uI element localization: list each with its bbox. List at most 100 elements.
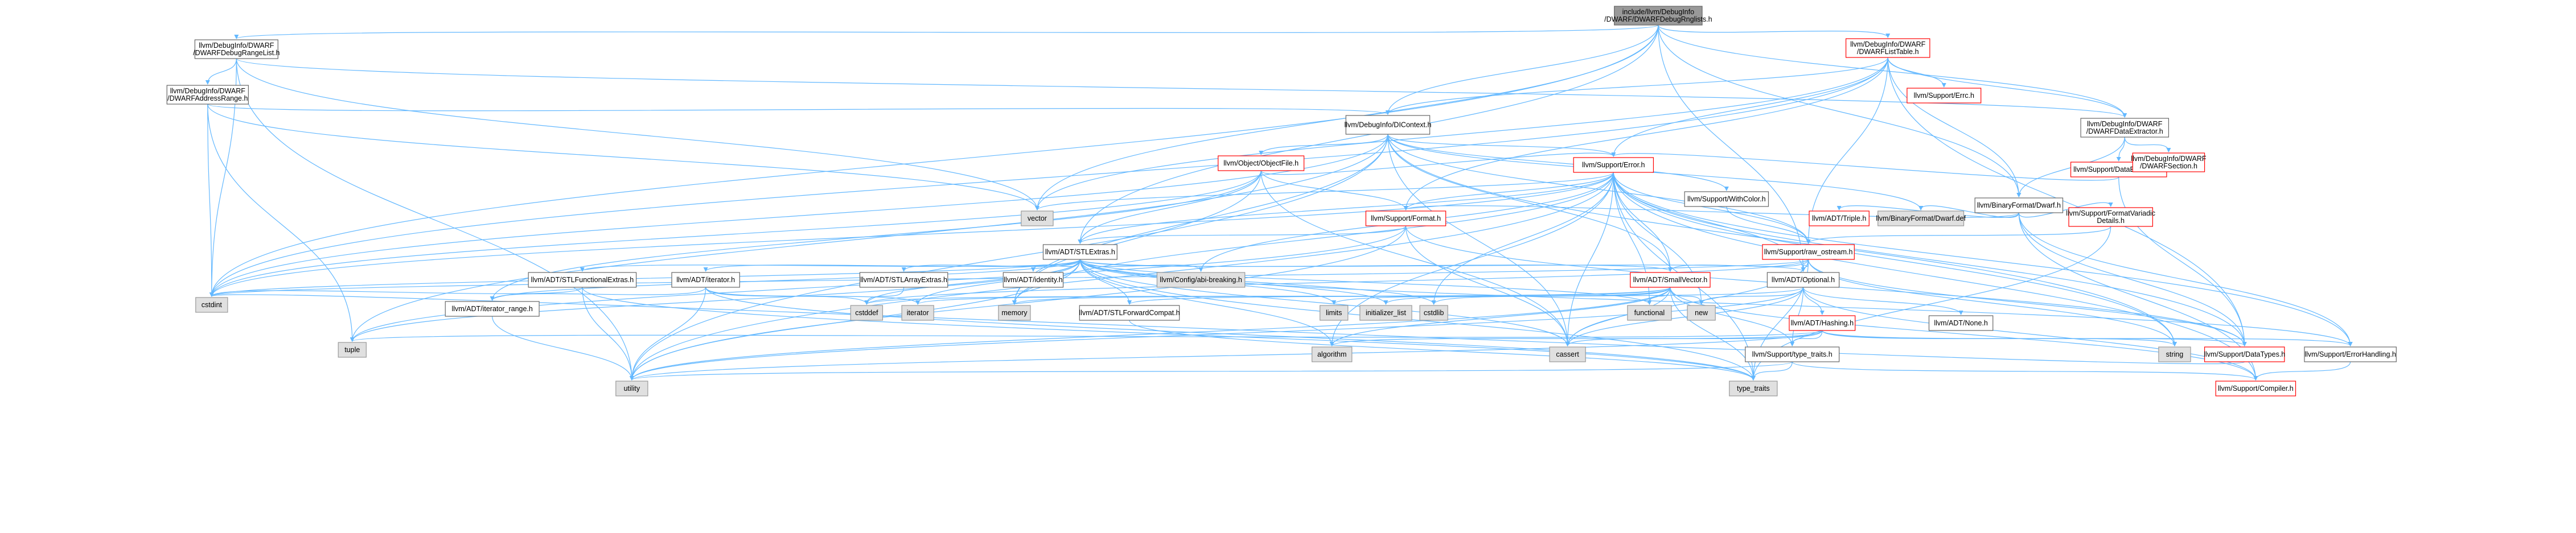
edge-hashing-to-cassert bbox=[1565, 330, 1823, 346]
node-memory: memory bbox=[998, 305, 1031, 321]
node-functional: functional bbox=[1627, 305, 1672, 321]
node-addrrange[interactable]: llvm/DebugInfo/DWARF/DWARFAddressRange.h bbox=[166, 85, 249, 105]
edge-error-to-datatypes bbox=[1613, 172, 2247, 346]
node-hashing[interactable]: llvm/ADT/Hashing.h bbox=[1789, 315, 1856, 331]
node-label: utility bbox=[624, 385, 640, 392]
node-label: llvm/Support/Error.h bbox=[1582, 161, 1645, 169]
node-label: functional bbox=[1634, 309, 1665, 317]
node-iteratorh[interactable]: llvm/ADT/iterator.h bbox=[671, 272, 740, 288]
edge-listtable-to-error bbox=[1611, 57, 1888, 157]
node-dataextractor[interactable]: llvm/DebugInfo/DWARF/DWARFDataExtractor.… bbox=[2080, 118, 2170, 138]
node-tuple: tuple bbox=[338, 342, 367, 358]
node-triple[interactable]: llvm/ADT/Triple.h bbox=[1809, 210, 1870, 226]
node-label: llvm/Support/DataTypes.h bbox=[2204, 350, 2285, 358]
node-label: vector bbox=[1028, 214, 1047, 222]
node-box bbox=[901, 305, 934, 321]
node-box bbox=[2080, 118, 2170, 138]
node-label: llvm/ADT/STLForwardCompat.h bbox=[1079, 309, 1180, 317]
node-stlarray[interactable]: llvm/ADT/STLArrayExtras.h bbox=[859, 272, 948, 288]
node-typetraitsh[interactable]: llvm/Support/type_traits.h bbox=[1745, 346, 1840, 362]
edge-addrrange-to-dicontext bbox=[207, 104, 1390, 115]
node-listtable[interactable]: llvm/DebugInfo/DWARF/DWARFListTable.h bbox=[1845, 38, 1930, 58]
node-dwarfsection[interactable]: llvm/DebugInfo/DWARF/DWARFSection.h bbox=[2131, 152, 2207, 172]
node-label: llvm/ADT/None.h bbox=[1934, 319, 1988, 327]
node-box bbox=[1573, 157, 1654, 173]
edge-error-to-errorhandling bbox=[1613, 172, 2353, 346]
node-box bbox=[2132, 152, 2205, 172]
edge-stlextras-to-iteratorh bbox=[703, 259, 1080, 272]
node-rawostream[interactable]: llvm/Support/raw_ostream.h bbox=[1762, 244, 1855, 260]
edge-dicontext-to-smallvector bbox=[1387, 134, 1673, 272]
edge-fmtvariadic-to-rawostream bbox=[1806, 226, 2111, 244]
edge-errorhandling-to-compiler bbox=[2253, 361, 2351, 381]
node-label: llvm/ADT/Optional.h bbox=[1772, 276, 1835, 284]
node-error[interactable]: llvm/Support/Error.h bbox=[1573, 157, 1654, 173]
edge-hashing-to-utility bbox=[630, 330, 1823, 381]
node-stlfunc[interactable]: llvm/ADT/STLFunctionalExtras.h bbox=[528, 272, 637, 288]
node-box bbox=[1762, 244, 1855, 260]
node-initlist: initializer_list bbox=[1359, 305, 1412, 321]
node-bfdwarf[interactable]: llvm/BinaryFormat/Dwarf.h bbox=[1974, 197, 2064, 213]
node-box bbox=[859, 272, 948, 288]
edge-optional-to-compiler bbox=[1802, 287, 2258, 381]
edge-iteratorh-to-type_traits bbox=[705, 287, 1756, 381]
node-optional[interactable]: llvm/ADT/Optional.h bbox=[1766, 272, 1840, 288]
node-label: llvm/ADT/Hashing.h bbox=[1791, 319, 1854, 327]
edge-error-to-compiler bbox=[1613, 172, 2258, 381]
node-objectfile[interactable]: llvm/Object/ObjectFile.h bbox=[1218, 155, 1305, 171]
node-label: llvm/ADT/SmallVector.h bbox=[1633, 276, 1708, 284]
node-compiler[interactable]: llvm/Support/Compiler.h bbox=[2215, 381, 2296, 396]
node-label: llvm/Support/ErrorHandling.h bbox=[2304, 350, 2396, 358]
node-label: limits bbox=[1326, 309, 1342, 317]
node-supportde[interactable]: llvm/Support/DataExtractor.h bbox=[2070, 162, 2167, 177]
edge-typetraitsh-to-compiler bbox=[1792, 361, 2258, 381]
edge-stlarray-to-cstddef bbox=[864, 287, 905, 305]
node-label: llvm/Support/Errc.h bbox=[1914, 92, 1974, 100]
edge-stlextras-to-stlfunc bbox=[580, 259, 1080, 272]
node-utility: utility bbox=[615, 381, 648, 396]
edge-format-to-stlextras bbox=[1078, 225, 1407, 244]
node-label: cstddef bbox=[855, 309, 878, 317]
node-stlextras[interactable]: llvm/ADT/STLExtras.h bbox=[1042, 244, 1118, 260]
header-nodes: include/llvm/DebugInfo/DWARF/DWARFDebugR… bbox=[166, 6, 2397, 396]
node-box bbox=[671, 272, 740, 288]
node-box bbox=[1311, 346, 1353, 362]
node-smallvector[interactable]: llvm/ADT/SmallVector.h bbox=[1630, 272, 1711, 288]
edge-dicontext-to-utility bbox=[629, 134, 1388, 381]
node-label: llvm/Support/Compiler.h bbox=[2218, 385, 2294, 392]
edge-hashing-to-typetraitsh bbox=[1790, 330, 1823, 346]
edge-optional-to-utility bbox=[630, 287, 1804, 381]
edge-iteratorh-to-iterator bbox=[705, 287, 921, 305]
edge-listtable-to-cstdint bbox=[209, 57, 1888, 297]
node-box bbox=[850, 305, 884, 321]
node-label: llvm/Support/type_traits.h bbox=[1752, 350, 1833, 358]
edge-error-to-cstdint bbox=[209, 172, 1614, 297]
node-box bbox=[1766, 272, 1840, 288]
node-dicontext[interactable]: llvm/DebugInfo/DIContext.h bbox=[1344, 115, 1431, 135]
edge-dicontext-to-withcolor bbox=[1387, 134, 1729, 191]
node-label: /DWARF/DWARFDebugRnglists.h bbox=[1604, 15, 1712, 23]
edge-smallvector-to-type_traits bbox=[1670, 287, 1756, 381]
node-iterrange[interactable]: llvm/ADT/iterator_range.h bbox=[445, 301, 540, 317]
node-iterator: iterator bbox=[901, 305, 934, 321]
node-identity[interactable]: llvm/ADT/identity.h bbox=[1003, 272, 1064, 288]
node-label: cstdlib bbox=[1424, 309, 1444, 317]
node-withcolor[interactable]: llvm/Support/WithColor.h bbox=[1684, 191, 1769, 207]
edge-iteratorh-to-iterrange bbox=[490, 287, 706, 301]
edge-root-to-dataextractor bbox=[1658, 24, 2127, 118]
node-datatypes[interactable]: llvm/Support/DataTypes.h bbox=[2204, 346, 2285, 362]
node-stlfwd[interactable]: llvm/ADT/STLForwardCompat.h bbox=[1079, 305, 1180, 321]
node-errorhandling[interactable]: llvm/Support/ErrorHandling.h bbox=[2304, 346, 2397, 362]
node-box bbox=[1218, 155, 1305, 171]
node-label: Details.h bbox=[2097, 217, 2125, 225]
node-format[interactable]: llvm/Support/Format.h bbox=[1365, 210, 1447, 226]
node-box bbox=[1042, 244, 1118, 260]
node-errh[interactable]: llvm/Support/Errc.h bbox=[1907, 88, 1982, 104]
node-noneh[interactable]: llvm/ADT/None.h bbox=[1928, 315, 1994, 331]
node-label: type_traits bbox=[1737, 385, 1770, 392]
node-rangelist[interactable]: llvm/DebugInfo/DWARF/DWARFDebugRangeList… bbox=[193, 39, 280, 59]
edge-stlextras-to-iterator bbox=[915, 259, 1080, 305]
node-label: /DWARFSection.h bbox=[2140, 162, 2197, 170]
node-box bbox=[2215, 381, 2296, 396]
